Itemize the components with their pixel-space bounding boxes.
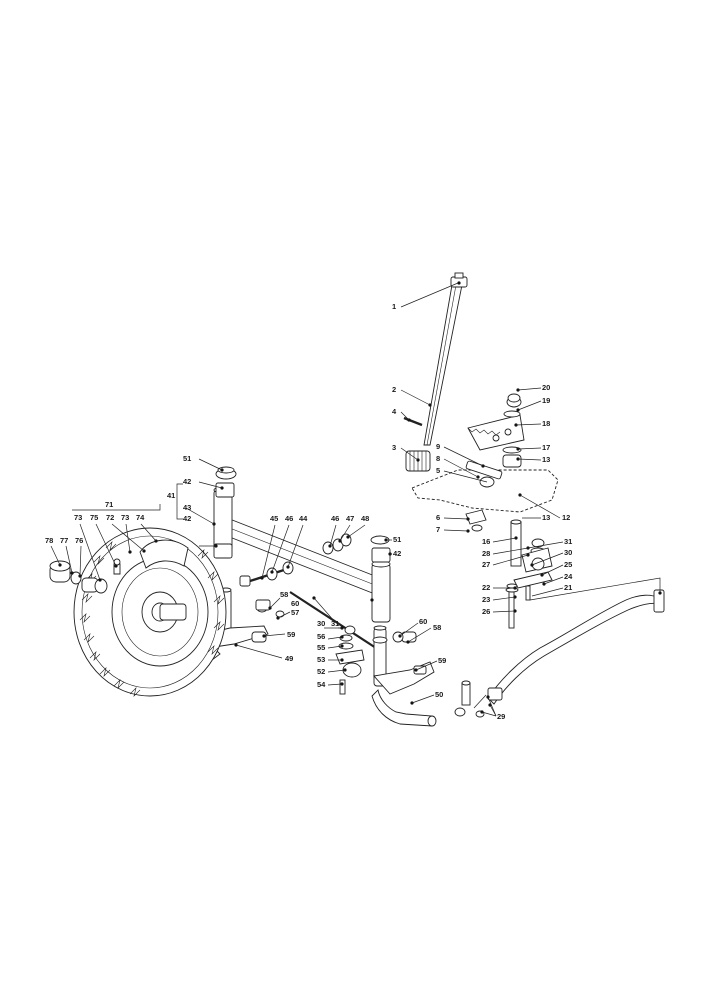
callout-16: 16	[482, 537, 490, 546]
front-wheel	[73, 527, 227, 697]
callout-56: 56	[317, 632, 325, 641]
callout-22: 22	[482, 583, 490, 592]
callout-6: 6	[436, 513, 440, 522]
callout-55: 55	[317, 643, 325, 652]
callout-73-a: 73	[74, 513, 82, 522]
drag-link	[454, 589, 665, 718]
callout-44: 44	[299, 514, 308, 523]
callout-42-mid: 42	[183, 514, 191, 523]
callout-28: 28	[482, 549, 490, 558]
callout-5: 5	[436, 466, 440, 475]
leader-lines	[50, 282, 661, 717]
kingpin-hardware	[335, 625, 365, 695]
callout-24: 24	[564, 572, 573, 581]
callout-2: 2	[392, 385, 396, 394]
callout-50: 50	[435, 690, 443, 699]
callout-7: 7	[436, 525, 440, 534]
callout-47: 47	[346, 514, 354, 523]
callout-13-lower: 13	[542, 513, 550, 522]
callout-31-left: 31	[331, 619, 339, 628]
callout-13-upper: 13	[542, 455, 550, 464]
callout-42-right: 42	[393, 549, 401, 558]
callout-74: 74	[136, 513, 145, 522]
right-spindle	[371, 625, 437, 727]
callout-30-left: 30	[317, 619, 325, 628]
callout-52: 52	[317, 667, 325, 676]
callout-8: 8	[436, 454, 440, 463]
front-axle	[212, 486, 391, 623]
callout-60-left: 60	[291, 599, 299, 608]
callout-26: 26	[482, 607, 490, 616]
callout-45: 45	[270, 514, 278, 523]
callout-29: 29	[497, 712, 505, 721]
callout-labels: 1 2 4 3 20 19 18 17 13 9 8 5 12 6 7 13 1…	[45, 302, 573, 721]
callout-71: 71	[105, 500, 113, 509]
callout-77: 77	[60, 536, 68, 545]
plate-bolt-nut	[465, 509, 487, 533]
callout-48: 48	[361, 514, 369, 523]
callout-1: 1	[392, 302, 396, 311]
callout-59-left: 59	[287, 630, 295, 639]
mounting-plate	[411, 460, 559, 513]
callout-25: 25	[564, 560, 572, 569]
callout-12: 12	[562, 513, 570, 522]
callout-54: 54	[317, 680, 326, 689]
callout-58-right: 58	[433, 623, 441, 632]
callout-78: 78	[45, 536, 53, 545]
callout-76: 76	[75, 536, 83, 545]
callout-31-right: 31	[564, 537, 572, 546]
pivot-stack	[505, 519, 553, 629]
callout-42-top: 42	[183, 477, 191, 486]
callout-19: 19	[542, 396, 550, 405]
callout-49: 49	[285, 654, 293, 663]
callout-30-right: 30	[564, 548, 572, 557]
callout-41: 41	[167, 491, 175, 500]
sector-gear	[467, 414, 525, 451]
callout-43: 43	[183, 503, 191, 512]
callout-57: 57	[291, 608, 299, 617]
callout-51-left: 51	[183, 454, 191, 463]
callout-58-left: 58	[280, 590, 288, 599]
callout-46-right: 46	[331, 514, 339, 523]
callout-9: 9	[436, 442, 440, 451]
callout-72: 72	[106, 513, 114, 522]
roll-pin	[403, 416, 423, 427]
callout-27: 27	[482, 560, 490, 569]
callout-59-right: 59	[438, 656, 446, 665]
callout-73-b: 73	[121, 513, 129, 522]
steering-column	[423, 272, 468, 446]
wheel-hub-parts	[49, 558, 121, 594]
callout-17: 17	[542, 443, 550, 452]
callout-21: 21	[564, 583, 572, 592]
callout-51-right: 51	[393, 535, 401, 544]
callout-20: 20	[542, 383, 550, 392]
callout-53: 53	[317, 655, 325, 664]
callout-3: 3	[392, 443, 396, 452]
callout-46-left: 46	[285, 514, 293, 523]
callout-23: 23	[482, 595, 490, 604]
callout-60-right: 60	[419, 617, 427, 626]
callout-18: 18	[542, 419, 550, 428]
callout-75: 75	[90, 513, 98, 522]
callout-4: 4	[392, 407, 397, 416]
